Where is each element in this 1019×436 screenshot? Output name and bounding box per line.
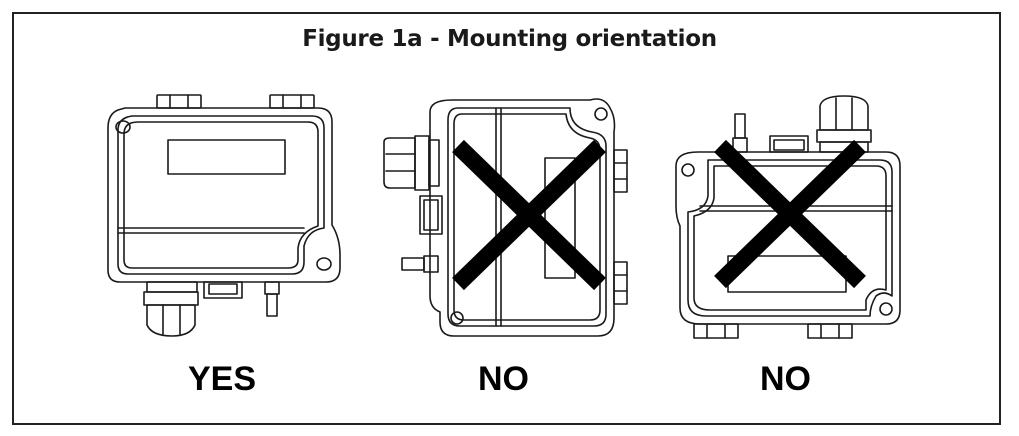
caption-yes: YES [188, 360, 257, 398]
bottom-connector [203, 281, 243, 299]
housing-outer [107, 107, 341, 283]
housing-inner [117, 115, 325, 275]
housing-outer [675, 151, 901, 325]
side-clip-bottom [613, 261, 628, 305]
housing-outer [429, 98, 616, 337]
mount-hole-bottom-left [450, 311, 464, 325]
cable-gland [816, 95, 872, 153]
side-connector [419, 195, 443, 235]
device-no-2 [675, 95, 901, 339]
mount-hole-top-left [681, 163, 695, 177]
top-connector [769, 135, 809, 153]
display-window [167, 139, 286, 175]
bottom-clip-left [693, 323, 739, 339]
bottom-clip-right [807, 323, 853, 339]
caption-no-2: NO [760, 360, 811, 398]
housing-inner [687, 159, 893, 317]
device-yes [107, 94, 341, 337]
prohibited-cross [452, 139, 606, 291]
top-clip-right [269, 94, 315, 109]
mount-hole-top-right [594, 107, 608, 121]
figure-title: Figure 1a - Mounting orientation [302, 26, 717, 52]
mount-hole-bottom-right [316, 257, 332, 271]
mount-hole-bottom-right [879, 302, 893, 316]
cable-gland [143, 281, 199, 337]
device-no-1 [383, 98, 628, 337]
pressure-nozzle [264, 281, 280, 317]
top-clip-left [156, 94, 202, 109]
side-clip-top [613, 149, 628, 193]
cable-gland [383, 135, 440, 191]
caption-no-1: NO [478, 360, 529, 398]
display-window [544, 157, 576, 279]
pressure-nozzle [401, 255, 439, 273]
housing-inner [447, 107, 607, 327]
figure-frame [12, 12, 1001, 425]
prohibited-cross [714, 139, 866, 289]
mount-hole-top-left [115, 120, 131, 134]
pressure-nozzle [732, 113, 748, 153]
